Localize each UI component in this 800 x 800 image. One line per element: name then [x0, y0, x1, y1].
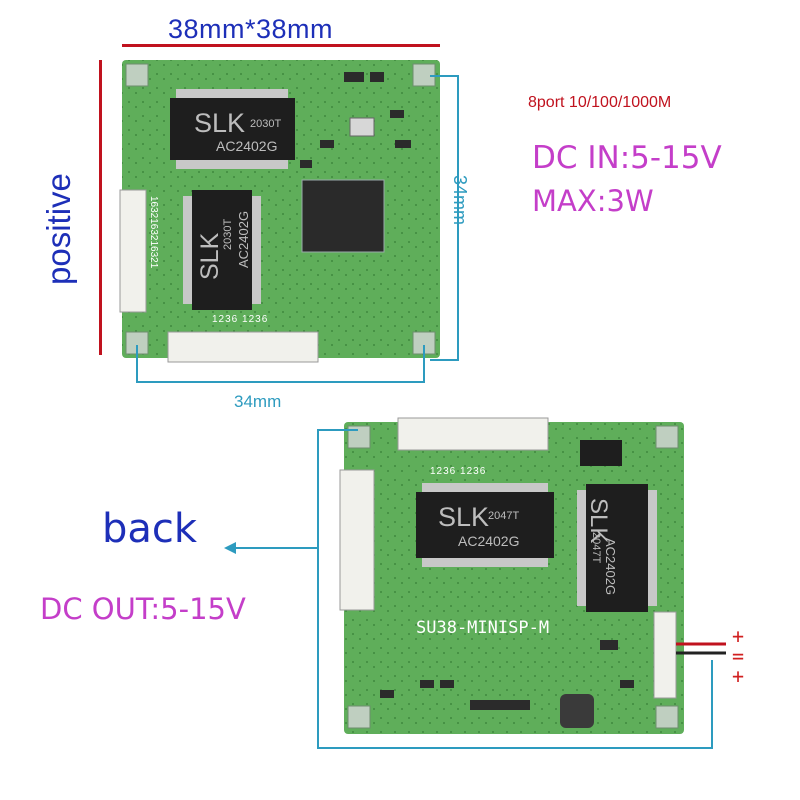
- crystal: [349, 117, 375, 137]
- size-line-top: [122, 44, 440, 47]
- inductor: [560, 694, 594, 728]
- back-chip-2: [586, 484, 648, 612]
- front-bottom-connector-marks: 1236 1236: [212, 314, 269, 325]
- back-mount-hole-tr: [655, 425, 679, 449]
- polarity-plus-top: +: [732, 624, 745, 648]
- back-board-text: SU38-MINISP-M: [416, 618, 550, 638]
- front-chip2-model: 2030T: [222, 218, 234, 250]
- back-outline-line: [317, 429, 713, 749]
- back-chip2-model: 2047T: [590, 532, 602, 564]
- front-left-connector: [119, 189, 147, 313]
- back-chip-1: [416, 492, 554, 558]
- back-chip1-code: AC2402G: [458, 533, 520, 549]
- back-left-connector: [339, 469, 375, 611]
- polarity-equal: =: [732, 644, 745, 668]
- polarity-plus-bottom: +: [732, 664, 745, 688]
- front-bottom-connector: [167, 331, 319, 363]
- back-regulator: [580, 440, 622, 466]
- front-chip1-model: 2030T: [250, 118, 282, 130]
- back-mount-hole-bl: [347, 705, 371, 729]
- height-dimension-line: [430, 75, 459, 361]
- back-top-connector-marks: 1236 1236: [430, 466, 487, 477]
- dc-out-spec: DC OUT:5-15V: [40, 592, 246, 626]
- height-dimension-label: 34mm: [450, 175, 470, 226]
- ports-spec: 8port 10/100/1000M: [528, 94, 672, 111]
- front-left-connector-marks: 1632163216321: [148, 196, 159, 269]
- back-chip2-code: AC2402G: [603, 538, 618, 596]
- front-chip-1: [170, 98, 295, 160]
- back-top-connector: [397, 417, 549, 451]
- front-chip1-brand: SLK: [194, 108, 246, 138]
- width-dimension-label: 34mm: [234, 392, 282, 411]
- back-mount-hole-tl: [347, 425, 371, 449]
- dc-in-spec: DC IN:5-15V: [532, 140, 722, 176]
- front-chip-2: [192, 190, 252, 310]
- max-power-spec: MAX:3W: [532, 184, 654, 218]
- board-size-label: 38mm*38mm: [168, 14, 334, 44]
- back-chip1-brand: SLK: [438, 502, 490, 532]
- mount-hole-tl: [125, 63, 149, 87]
- back-mount-hole-br: [655, 705, 679, 729]
- power-connector: [653, 611, 677, 699]
- size-line-left: [99, 60, 102, 355]
- width-dimension-line: [136, 345, 425, 383]
- back-arrow-head: [224, 542, 236, 554]
- back-chip1-model: 2047T: [488, 510, 520, 522]
- front-chip2-brand: SLK: [196, 232, 224, 280]
- front-main-ic: [301, 179, 385, 253]
- front-chip2-code: AC2402G: [236, 210, 251, 268]
- back-label: back: [102, 506, 198, 552]
- front-chip1-code: AC2402G: [216, 138, 278, 154]
